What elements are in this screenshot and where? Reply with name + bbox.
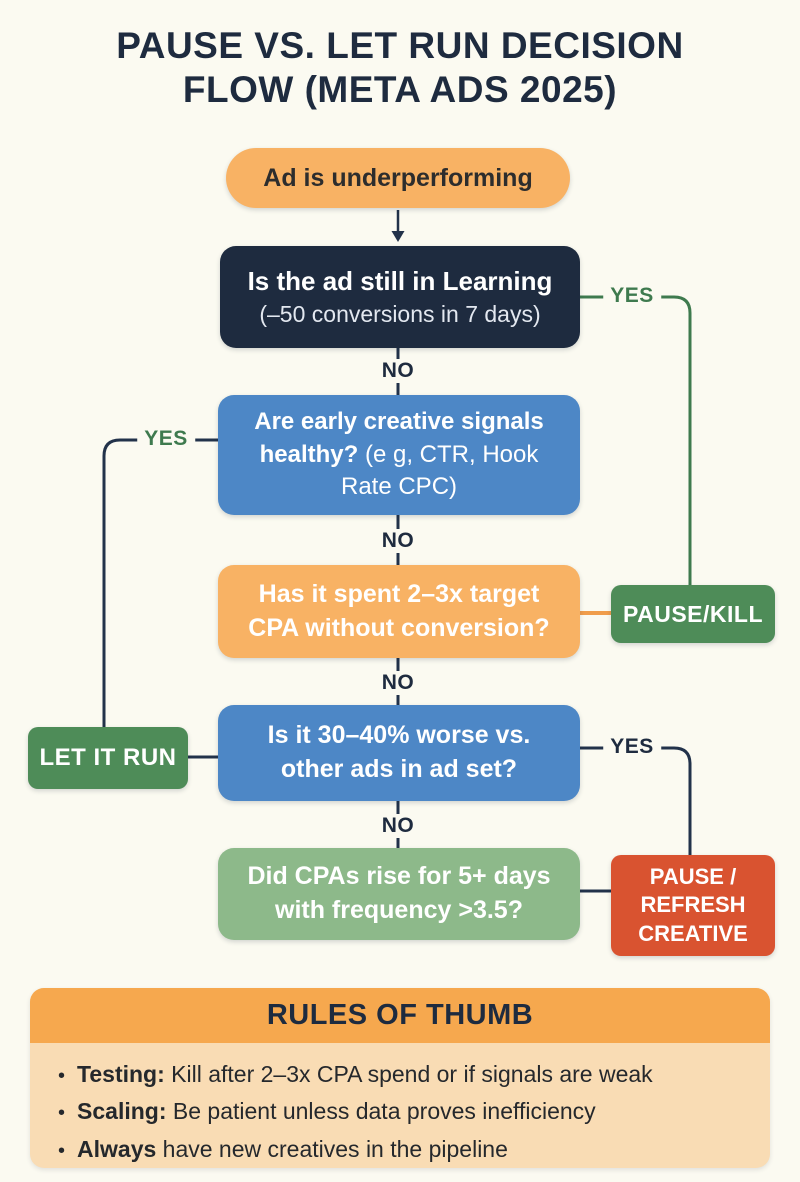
question-learning-node: Is the ad still in Learning (–50 convers… xyxy=(220,246,580,348)
question-signals-text: Are early creative signals healthy? (e g… xyxy=(254,408,544,501)
question-spend-node: Has it spent 2–3x target CPA without con… xyxy=(218,565,580,658)
rules-of-thumb-list: • Testing: Kill after 2–3x CPA spend or … xyxy=(30,1043,770,1168)
no-label-3: NO xyxy=(374,671,422,695)
question-learning-text: Is the ad still in Learning xyxy=(247,266,553,296)
connector-yes-worse xyxy=(580,746,692,855)
rule-item-text: Always have new creatives in the pipelin… xyxy=(77,1135,508,1162)
question-cpa-rise-node: Did CPAs rise for 5+ days with frequency… xyxy=(218,848,580,940)
page-title: PAUSE VS. LET RUN DECISION FLOW (META AD… xyxy=(0,24,800,113)
outcome-pause-kill: PAUSE/KILL xyxy=(611,585,775,643)
no-label-4: NO xyxy=(374,814,422,838)
no-label-2: NO xyxy=(374,529,422,553)
outcome-pause-refresh: PAUSE / REFRESH CREATIVE xyxy=(611,855,775,956)
start-node: Ad is underperforming xyxy=(226,148,570,208)
question-worse-node: Is it 30–40% worse vs. other ads in ad s… xyxy=(218,705,580,801)
bullet-icon: • xyxy=(58,1102,66,1125)
page-title-line2: FLOW (META ADS 2025) xyxy=(182,69,618,111)
start-arrowhead-icon xyxy=(391,231,405,242)
start-node-label: Ad is underperforming xyxy=(263,163,533,192)
question-spend-text: Has it spent 2–3x target CPA without con… xyxy=(248,579,550,642)
yes-label-signals: YES xyxy=(137,427,195,451)
question-signals-node: Are early creative signals healthy? (e g… xyxy=(218,395,580,515)
connector-yes-signals xyxy=(102,438,218,727)
question-learning-subtext: (–50 conversions in 7 days) xyxy=(259,301,541,327)
outcome-pause-kill-label: PAUSE/KILL xyxy=(622,600,764,627)
question-cpa-rise-text: Did CPAs rise for 5+ days with frequency… xyxy=(247,862,551,924)
rules-of-thumb-panel: RULES OF THUMB • Testing: Kill after 2–3… xyxy=(30,988,770,1168)
rule-item-creatives: • Always have new creatives in the pipel… xyxy=(58,1131,754,1168)
rule-item-text: Testing: Kill after 2–3x CPA spend or if… xyxy=(77,1061,653,1087)
rule-item-scaling: • Scaling: Be patient unless data proves… xyxy=(58,1093,754,1130)
bullet-icon: • xyxy=(58,1065,66,1087)
bullet-icon: • xyxy=(58,1139,66,1162)
rules-of-thumb-title: RULES OF THUMB xyxy=(30,988,770,1043)
connector-yes-learning xyxy=(580,295,692,585)
question-worse-text: Is it 30–40% worse vs. other ads in ad s… xyxy=(267,721,531,783)
outcome-let-it-run: LET IT RUN xyxy=(28,727,188,789)
rule-item-text: Scaling: Be patient unless data proves i… xyxy=(77,1098,596,1125)
outcome-let-it-run-label: LET IT RUN xyxy=(39,744,177,771)
page-title-line1: PAUSE VS. LET RUN DECISION xyxy=(116,25,684,66)
rule-item-testing: • Testing: Kill after 2–3x CPA spend or … xyxy=(58,1056,754,1093)
yes-label-learning: YES xyxy=(603,284,661,308)
no-label-1: NO xyxy=(374,359,422,383)
yes-label-worse: YES xyxy=(603,735,661,759)
outcome-pause-refresh-label: PAUSE / REFRESH CREATIVE xyxy=(638,863,748,946)
